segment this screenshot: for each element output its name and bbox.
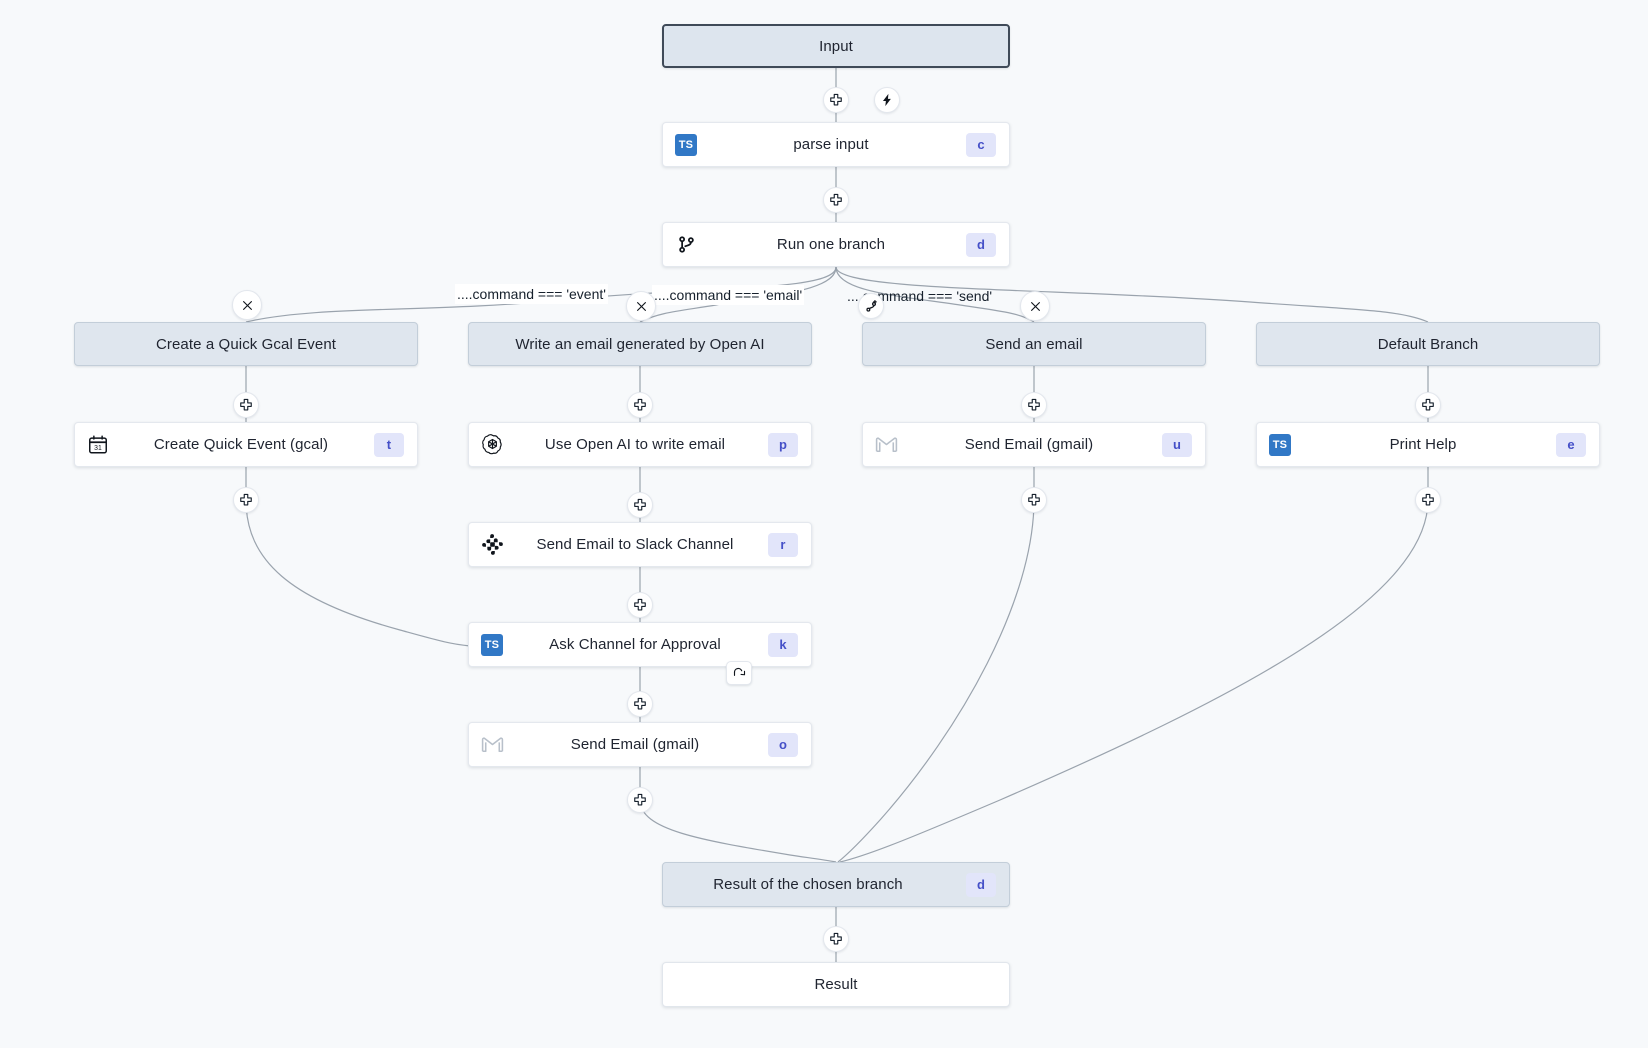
node-result-label: Result bbox=[814, 976, 858, 993]
plus-cross-icon bbox=[634, 398, 646, 411]
openai-icon bbox=[469, 423, 515, 466]
add-step-button-after-send-email-gmail-right[interactable] bbox=[1021, 487, 1047, 513]
remove-branch-button-3[interactable] bbox=[1020, 291, 1050, 321]
git-branch-icon bbox=[663, 223, 709, 266]
node-branch-header-gcal[interactable]: Create a Quick Gcal Event bbox=[74, 322, 418, 366]
node-result-of-chosen-branch-label: Result of the chosen branch bbox=[713, 876, 903, 893]
node-branch-header-openai[interactable]: Write an email generated by Open AI bbox=[468, 322, 812, 366]
branch-header-openai-label: Write an email generated by Open AI bbox=[515, 335, 765, 353]
node-ask-channel-approval[interactable]: TS Ask Channel for Approval k bbox=[468, 622, 812, 667]
plus-cross-icon bbox=[1422, 493, 1434, 506]
plus-cross-icon bbox=[240, 493, 252, 506]
node-result[interactable]: Result bbox=[662, 962, 1010, 1007]
branch-header-default-label: Default Branch bbox=[1377, 335, 1479, 353]
remove-branch-button-1[interactable] bbox=[232, 290, 262, 320]
plus-cross-icon bbox=[830, 932, 842, 945]
node-branch-header-default[interactable]: Default Branch bbox=[1256, 322, 1600, 366]
node-result-of-chosen-branch[interactable]: Result of the chosen branch d bbox=[662, 862, 1010, 907]
close-x-icon bbox=[242, 300, 252, 310]
add-step-button-after-send-email-slack[interactable] bbox=[627, 592, 653, 618]
branch-condition-2[interactable]: ....command === 'email' bbox=[652, 285, 805, 305]
node-parse-input[interactable]: TS parse input c bbox=[662, 122, 1010, 167]
node-create-quick-event-label: Create Quick Event (gcal) bbox=[153, 436, 329, 453]
node-create-quick-event[interactable]: 31 Create Quick Event (gcal) t bbox=[74, 422, 418, 467]
close-x-icon bbox=[636, 301, 646, 311]
shortcut-badge-create-quick-event: t bbox=[361, 432, 417, 457]
plus-cross-icon bbox=[634, 598, 646, 611]
plus-cross-icon bbox=[634, 697, 646, 710]
plus-cross-icon bbox=[634, 498, 646, 511]
typescript-icon: TS bbox=[469, 623, 515, 666]
lightning-bolt-icon bbox=[882, 93, 891, 107]
shortcut-badge-result-of-chosen-branch: d bbox=[953, 872, 1009, 897]
add-step-button-after-print-help[interactable] bbox=[1415, 487, 1441, 513]
node-send-email-gmail-middle[interactable]: Send Email (gmail) o bbox=[468, 722, 812, 767]
add-step-button-after-input[interactable] bbox=[823, 87, 849, 113]
suspend-resume-icon bbox=[733, 667, 745, 676]
plus-cross-icon bbox=[830, 93, 842, 106]
add-branch-button[interactable] bbox=[858, 293, 884, 319]
node-send-email-slack-label: Send Email to Slack Channel bbox=[536, 536, 734, 553]
add-branch-icon bbox=[865, 299, 877, 312]
plus-cross-icon bbox=[1028, 493, 1040, 506]
suspend-resume-badge[interactable] bbox=[726, 661, 752, 685]
plus-cross-icon bbox=[1028, 398, 1040, 411]
node-print-help[interactable]: TS Print Help e bbox=[1256, 422, 1600, 467]
shortcut-badge-use-open-ai: p bbox=[755, 432, 811, 457]
shortcut-badge-send-email-gmail-right: u bbox=[1149, 432, 1205, 457]
remove-branch-button-2[interactable] bbox=[626, 291, 656, 321]
plus-cross-icon bbox=[240, 398, 252, 411]
node-input-label: Input bbox=[819, 37, 853, 55]
node-print-help-label: Print Help bbox=[1389, 436, 1457, 453]
add-step-button-default-branch[interactable] bbox=[1415, 392, 1441, 418]
gmail-icon bbox=[863, 423, 909, 466]
add-step-button-after-ask-channel-approval[interactable] bbox=[627, 691, 653, 717]
svg-text:31: 31 bbox=[94, 445, 102, 452]
add-step-button-after-use-open-ai[interactable] bbox=[627, 492, 653, 518]
close-x-icon bbox=[1030, 301, 1040, 311]
plus-cross-icon bbox=[634, 793, 646, 806]
typescript-icon: TS bbox=[1257, 423, 1303, 466]
node-send-email-gmail-right[interactable]: Send Email (gmail) u bbox=[862, 422, 1206, 467]
add-step-button-after-parse-input[interactable] bbox=[823, 187, 849, 213]
node-run-one-branch[interactable]: Run one branch d bbox=[662, 222, 1010, 267]
node-use-open-ai-label: Use Open AI to write email bbox=[544, 436, 726, 453]
google-calendar-icon: 31 bbox=[75, 423, 121, 466]
node-use-open-ai[interactable]: Use Open AI to write email p bbox=[468, 422, 812, 467]
shortcut-badge-send-email-slack: r bbox=[755, 532, 811, 557]
shortcut-badge-send-email-gmail-middle: o bbox=[755, 732, 811, 757]
shortcut-badge-parse-input: c bbox=[953, 132, 1009, 157]
shortcut-badge-print-help: e bbox=[1543, 432, 1599, 457]
node-ask-channel-approval-label: Ask Channel for Approval bbox=[549, 636, 721, 653]
shortcut-badge-run-one-branch: d bbox=[953, 232, 1009, 257]
typescript-icon: TS bbox=[663, 123, 709, 166]
branch-condition-1[interactable]: ....command === 'event' bbox=[455, 284, 608, 304]
node-input[interactable]: Input bbox=[662, 24, 1010, 68]
plus-cross-icon bbox=[830, 193, 842, 206]
branch-header-send-email-label: Send an email bbox=[985, 335, 1083, 353]
slack-icon bbox=[469, 523, 515, 566]
shortcut-badge-ask-channel-approval: k bbox=[755, 632, 811, 657]
node-send-email-gmail-right-label: Send Email (gmail) bbox=[964, 436, 1094, 453]
trigger-button[interactable] bbox=[874, 87, 900, 113]
add-step-button-send-email-branch[interactable] bbox=[1021, 392, 1047, 418]
gmail-icon bbox=[469, 723, 515, 766]
node-branch-header-send-email[interactable]: Send an email bbox=[862, 322, 1206, 366]
node-parse-input-label: parse input bbox=[793, 136, 869, 153]
add-step-button-gcal-branch[interactable] bbox=[233, 392, 259, 418]
node-send-email-slack[interactable]: Send Email to Slack Channel r bbox=[468, 522, 812, 567]
branch-header-gcal-label: Create a Quick Gcal Event bbox=[155, 335, 337, 353]
add-step-button-after-create-quick-event[interactable] bbox=[233, 487, 259, 513]
plus-cross-icon bbox=[1422, 398, 1434, 411]
node-run-one-branch-label: Run one branch bbox=[776, 236, 886, 253]
add-step-button-after-send-email-gmail-middle[interactable] bbox=[627, 787, 653, 813]
add-step-button-after-result-of-chosen-branch[interactable] bbox=[823, 926, 849, 952]
node-send-email-gmail-middle-label: Send Email (gmail) bbox=[570, 736, 700, 753]
add-step-button-openai-branch[interactable] bbox=[627, 392, 653, 418]
